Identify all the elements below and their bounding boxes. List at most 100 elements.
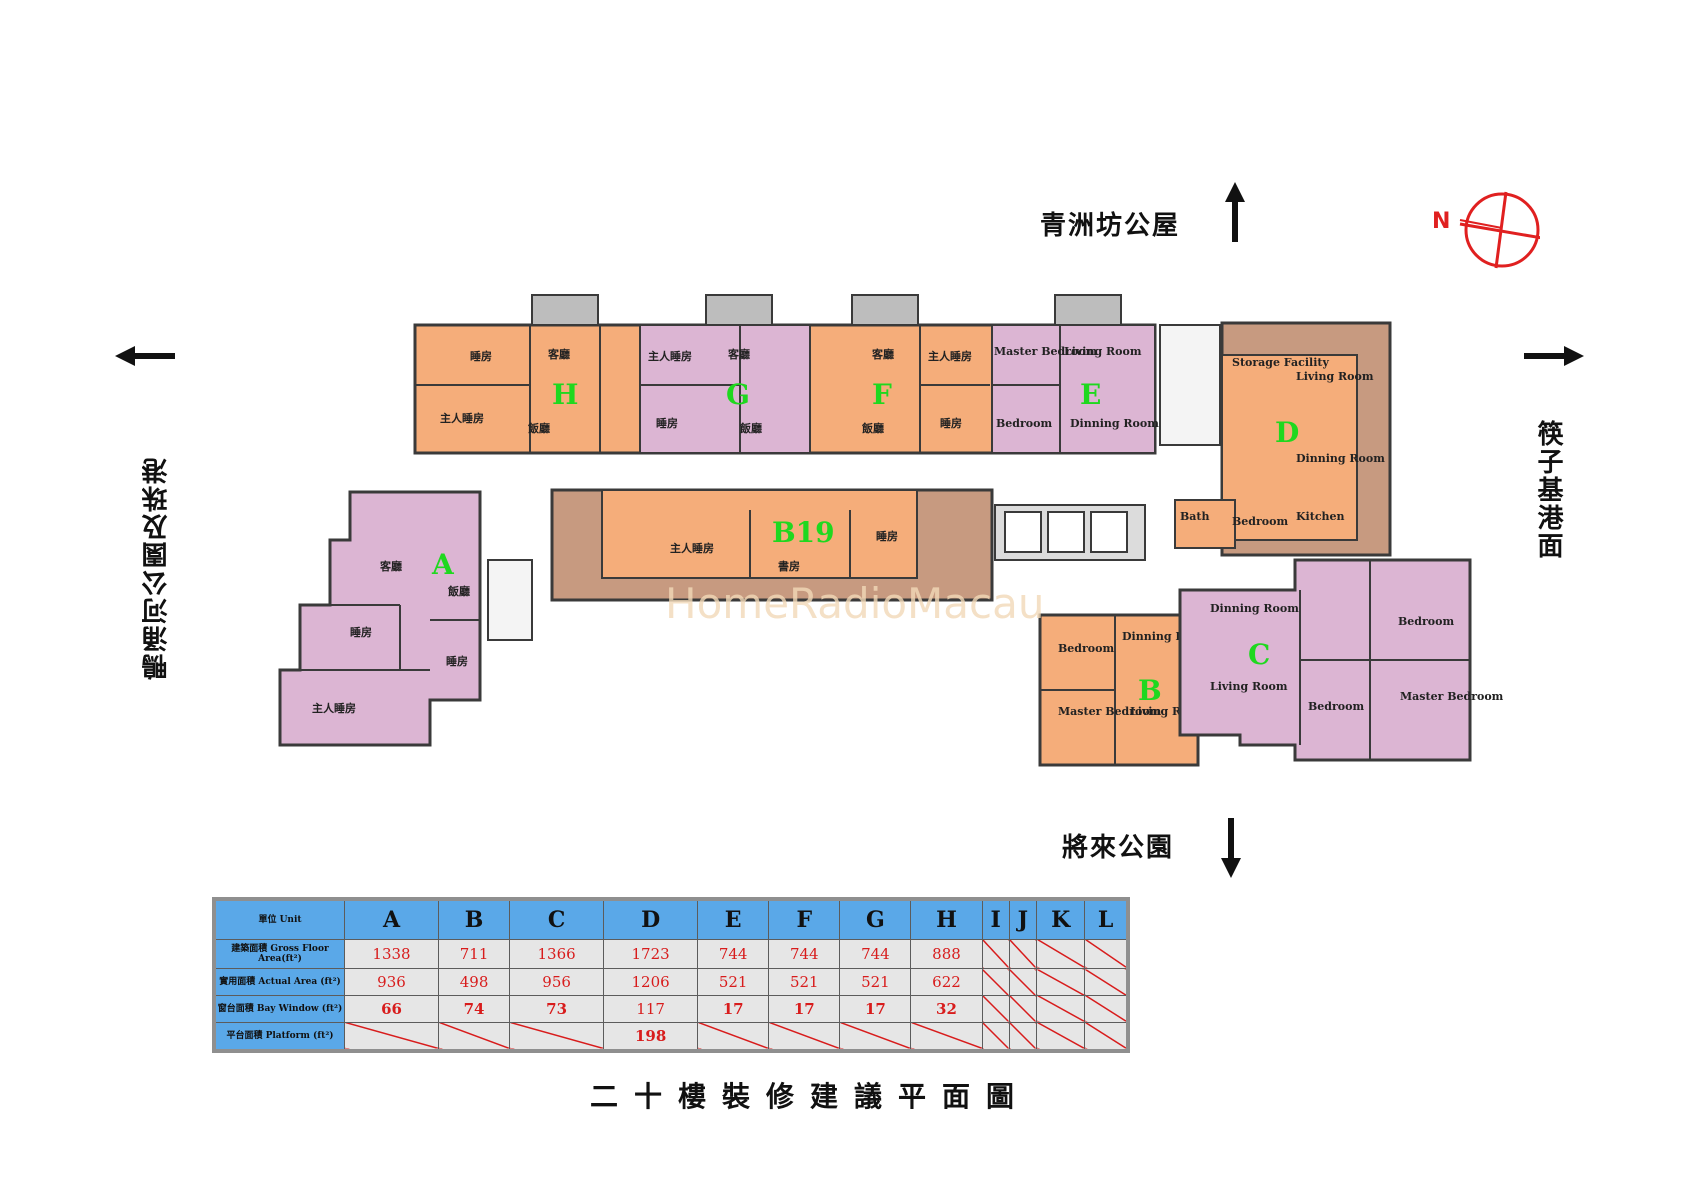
column-header: J [1008, 898, 1038, 940]
table-cell [981, 938, 1010, 970]
east-label: 筷子基港面 [1533, 420, 1563, 560]
balcony [531, 294, 599, 326]
room-label: 飯廳 [739, 421, 762, 435]
table-row: 平台面積 Platform (ft²)198 [213, 1021, 1129, 1052]
room-label: Bedroom [1058, 642, 1114, 655]
room-label: Kitchen [1296, 510, 1345, 523]
table-cell [1008, 1021, 1038, 1052]
room-label: 主人睡房 [440, 411, 484, 425]
table-cell: 744 [768, 938, 841, 970]
balcony [705, 294, 773, 326]
table-cell: 936 [344, 968, 439, 996]
room-label: 主人睡房 [928, 349, 972, 363]
room-label: Bedroom [1308, 700, 1364, 713]
table-cell: 744 [839, 938, 912, 970]
column-header: D [603, 898, 699, 940]
table-cell: 66 [344, 994, 439, 1023]
header-label: 單位 Unit [213, 898, 345, 940]
room-label: 書房 [778, 559, 800, 573]
room-label: 客廳 [379, 559, 402, 573]
table-cell: 498 [437, 968, 511, 996]
room-label: 飯廳 [527, 421, 550, 435]
row-label: 窗台面積 Bay Window (ft²) [213, 994, 345, 1023]
room-label: 睡房 [350, 625, 372, 639]
table-cell [910, 1021, 983, 1052]
watermark-text: HomeRadioMacau [665, 579, 1044, 628]
stair-core [487, 559, 533, 641]
unit-b19-area [601, 489, 918, 579]
table-cell: 32 [910, 994, 983, 1023]
table-cell [981, 968, 1010, 996]
table-cell [981, 994, 1010, 1023]
unit-b19-label: B19 [772, 516, 835, 549]
room-label: Storage Facility [1232, 356, 1329, 369]
unit-g-area [639, 324, 811, 454]
table-cell: 521 [768, 968, 841, 996]
table-cell [1036, 938, 1086, 970]
column-header: C [509, 898, 605, 940]
table-cell: 521 [697, 968, 770, 996]
room-label: Bedroom [996, 417, 1052, 430]
table-cell [437, 1021, 511, 1052]
room-label: Dinning Room [1070, 417, 1159, 430]
column-header: I [981, 898, 1010, 940]
column-header: B [437, 898, 511, 940]
room-label: 主人睡房 [670, 541, 714, 555]
south-arrow-icon [1220, 818, 1242, 878]
column-header: K [1036, 898, 1086, 940]
row-label: 建築面積 Gross Floor Area(ft²) [213, 938, 345, 970]
room-label: 主人睡房 [312, 701, 356, 715]
unit-d-bath [1174, 499, 1236, 549]
table-cell [1008, 994, 1038, 1023]
table-cell: 73 [509, 994, 605, 1023]
room-label: 睡房 [470, 349, 492, 363]
table-cell [1008, 938, 1038, 970]
unit-e-label: E [1080, 378, 1101, 411]
unit-d-label: D [1275, 416, 1299, 449]
table-cell: 744 [697, 938, 770, 970]
table-cell: 956 [509, 968, 605, 996]
room-label: Bedroom [1398, 615, 1454, 628]
table-cell: 711 [437, 938, 511, 970]
unit-f-label: F [872, 378, 892, 411]
table-cell [344, 1021, 439, 1052]
column-header: H [910, 898, 983, 940]
table-cell: 1206 [603, 968, 699, 996]
table-cell [1036, 994, 1086, 1023]
balcony [1054, 294, 1122, 326]
table-cell [1036, 1021, 1086, 1052]
table-cell [1084, 938, 1129, 970]
room-label: Master Bedroom [1058, 705, 1162, 718]
room-label: Bedroom [1232, 515, 1288, 528]
column-header: L [1084, 898, 1129, 940]
table-cell [509, 1021, 605, 1052]
column-header: E [697, 898, 770, 940]
table-cell [1084, 968, 1129, 996]
unit-d-area [1221, 354, 1358, 541]
table-cell: 74 [437, 994, 511, 1023]
room-label: 飯廳 [861, 421, 884, 435]
table-cell: 521 [839, 968, 912, 996]
row-label: 實用面積 Actual Area (ft²) [213, 968, 345, 996]
unit-a-area [278, 490, 482, 747]
compass-icon: N [1430, 190, 1543, 284]
table-cell [1084, 994, 1129, 1023]
room-label: Dinning Room [1296, 452, 1385, 465]
table-cell [768, 1021, 841, 1052]
table-cell [697, 1021, 770, 1052]
table-cell: 1338 [344, 938, 439, 970]
north-arrow-icon [1224, 182, 1246, 242]
column-header: F [768, 898, 841, 940]
table-cell [1008, 968, 1038, 996]
column-header: A [344, 898, 439, 940]
stair-core [1159, 324, 1221, 446]
page-caption: 二十樓裝修建議平面圖 [589, 1080, 1030, 1113]
room-label: Dinning Room [1210, 602, 1299, 615]
north-label: 青洲坊公屋 [1040, 211, 1181, 241]
room-label: 客廳 [547, 347, 570, 361]
table-cell: 17 [839, 994, 912, 1023]
